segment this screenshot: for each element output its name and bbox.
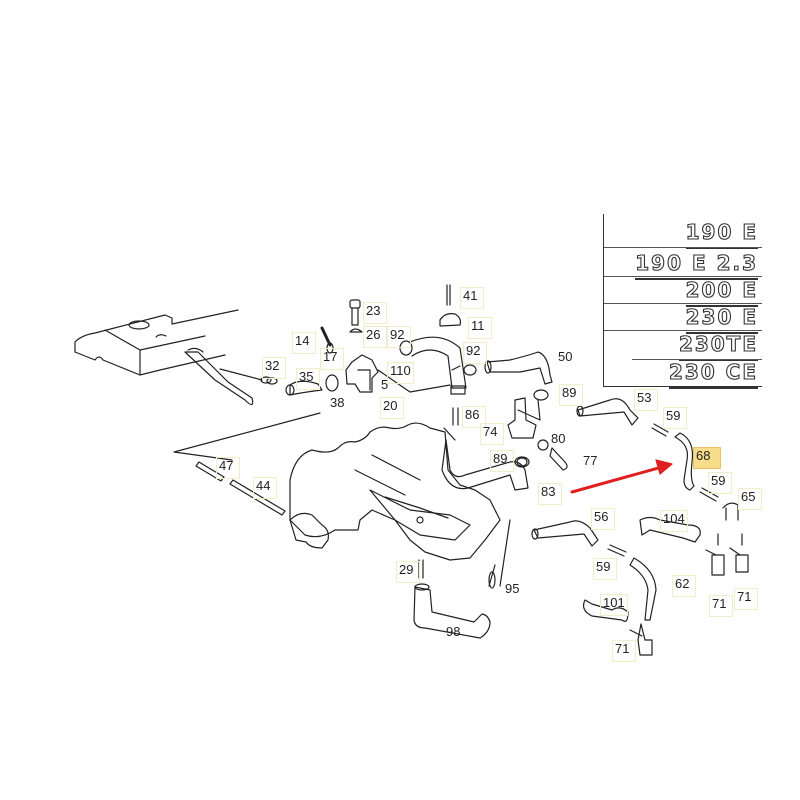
model-badge-table: 190 E 190 E 2.3 200 E 230 E 230TE 230 CE bbox=[603, 214, 762, 389]
part-label-80[interactable]: 80 bbox=[551, 431, 566, 446]
part-label-95[interactable]: 95 bbox=[505, 581, 520, 596]
part-label-89b[interactable]: 89 bbox=[490, 450, 514, 472]
model-badge-190e-23: 190 E 2.3 bbox=[635, 250, 758, 280]
part-label-74[interactable]: 74 bbox=[480, 423, 504, 445]
part-label-5[interactable]: 5 bbox=[381, 377, 389, 392]
hose-62 bbox=[629, 557, 657, 621]
part-label-89[interactable]: 89 bbox=[559, 384, 583, 406]
hose-98 bbox=[413, 519, 511, 639]
part-label-110[interactable]: 110 bbox=[387, 362, 414, 384]
part-label-83[interactable]: 83 bbox=[538, 483, 562, 505]
fittings-32-35 bbox=[260, 374, 339, 396]
part-label-14[interactable]: 14 bbox=[292, 332, 316, 354]
part-label-59[interactable]: 59 bbox=[663, 407, 687, 429]
part-label-104[interactable]: 104 bbox=[660, 510, 688, 532]
divider bbox=[604, 276, 762, 277]
hose-56 bbox=[531, 520, 599, 547]
bolt-23 bbox=[349, 299, 363, 333]
part-label-53[interactable]: 53 bbox=[634, 389, 658, 411]
part-label-47[interactable]: 47 bbox=[216, 457, 240, 479]
model-badge-200e: 200 E bbox=[685, 277, 759, 307]
part-label-71[interactable]: 71 bbox=[709, 595, 733, 617]
part-label-17[interactable]: 17 bbox=[320, 348, 344, 370]
part-label-59b[interactable]: 59 bbox=[708, 472, 732, 494]
fitting-41-11 bbox=[439, 284, 462, 327]
part-label-38[interactable]: 38 bbox=[330, 395, 345, 410]
part-label-92b[interactable]: 92 bbox=[463, 342, 487, 364]
fitting-59b bbox=[699, 487, 719, 502]
model-badge-230e: 230 E bbox=[685, 304, 759, 334]
valve-71 bbox=[629, 623, 653, 656]
hose-104 bbox=[639, 516, 701, 543]
part-label-20[interactable]: 20 bbox=[380, 397, 404, 419]
part-label-59c[interactable]: 59 bbox=[593, 558, 617, 580]
part-label-50[interactable]: 50 bbox=[558, 349, 573, 364]
hose-32-to-head bbox=[184, 347, 254, 406]
part-label-86[interactable]: 86 bbox=[462, 406, 486, 428]
part-label-11[interactable]: 11 bbox=[468, 317, 492, 339]
fitting-59 bbox=[651, 423, 669, 437]
divider bbox=[604, 247, 762, 248]
part-label-44[interactable]: 44 bbox=[253, 477, 277, 499]
part-label-41[interactable]: 41 bbox=[460, 287, 484, 309]
part-label-71c[interactable]: 71 bbox=[612, 640, 636, 662]
hose-110 bbox=[377, 336, 477, 395]
part-label-56[interactable]: 56 bbox=[591, 508, 615, 530]
valve-74 bbox=[452, 389, 568, 471]
fitting-59c bbox=[607, 544, 627, 557]
hose-101 bbox=[582, 599, 629, 622]
model-badge-230te: 230TE bbox=[678, 331, 759, 361]
hose-68 bbox=[674, 432, 695, 491]
leader-line bbox=[219, 368, 263, 381]
part-label-23[interactable]: 23 bbox=[363, 302, 387, 324]
part-label-101[interactable]: 101 bbox=[600, 594, 628, 616]
divider bbox=[604, 330, 762, 331]
hose-53 bbox=[576, 398, 639, 426]
hose-50 bbox=[484, 351, 553, 385]
part-label-62[interactable]: 62 bbox=[672, 575, 696, 597]
part-label-35[interactable]: 35 bbox=[296, 368, 320, 390]
part-label-65[interactable]: 65 bbox=[738, 488, 762, 510]
part-label-32[interactable]: 32 bbox=[262, 357, 286, 379]
rods-44-47 bbox=[173, 412, 321, 516]
cylinder-head-cover bbox=[74, 309, 239, 376]
part-label-77[interactable]: 77 bbox=[583, 453, 598, 468]
red-arrow-icon bbox=[570, 459, 673, 494]
part-label-29[interactable]: 29 bbox=[396, 561, 420, 583]
vacuum-unit bbox=[289, 512, 329, 549]
divider bbox=[604, 303, 762, 304]
part-label-92[interactable]: 92 bbox=[387, 326, 411, 348]
part-label-71b[interactable]: 71 bbox=[734, 588, 758, 610]
hose-83 bbox=[441, 427, 530, 491]
model-badge-190e: 190 E bbox=[685, 219, 759, 249]
part-label-98[interactable]: 98 bbox=[446, 624, 461, 639]
part-label-68-highlighted[interactable]: 68 bbox=[693, 447, 721, 469]
part-label-26[interactable]: 26 bbox=[363, 326, 387, 348]
model-badge-230ce: 230 CE bbox=[668, 359, 759, 389]
intake-manifold bbox=[289, 422, 501, 561]
tee-65 bbox=[705, 502, 749, 576]
divider bbox=[632, 359, 762, 360]
